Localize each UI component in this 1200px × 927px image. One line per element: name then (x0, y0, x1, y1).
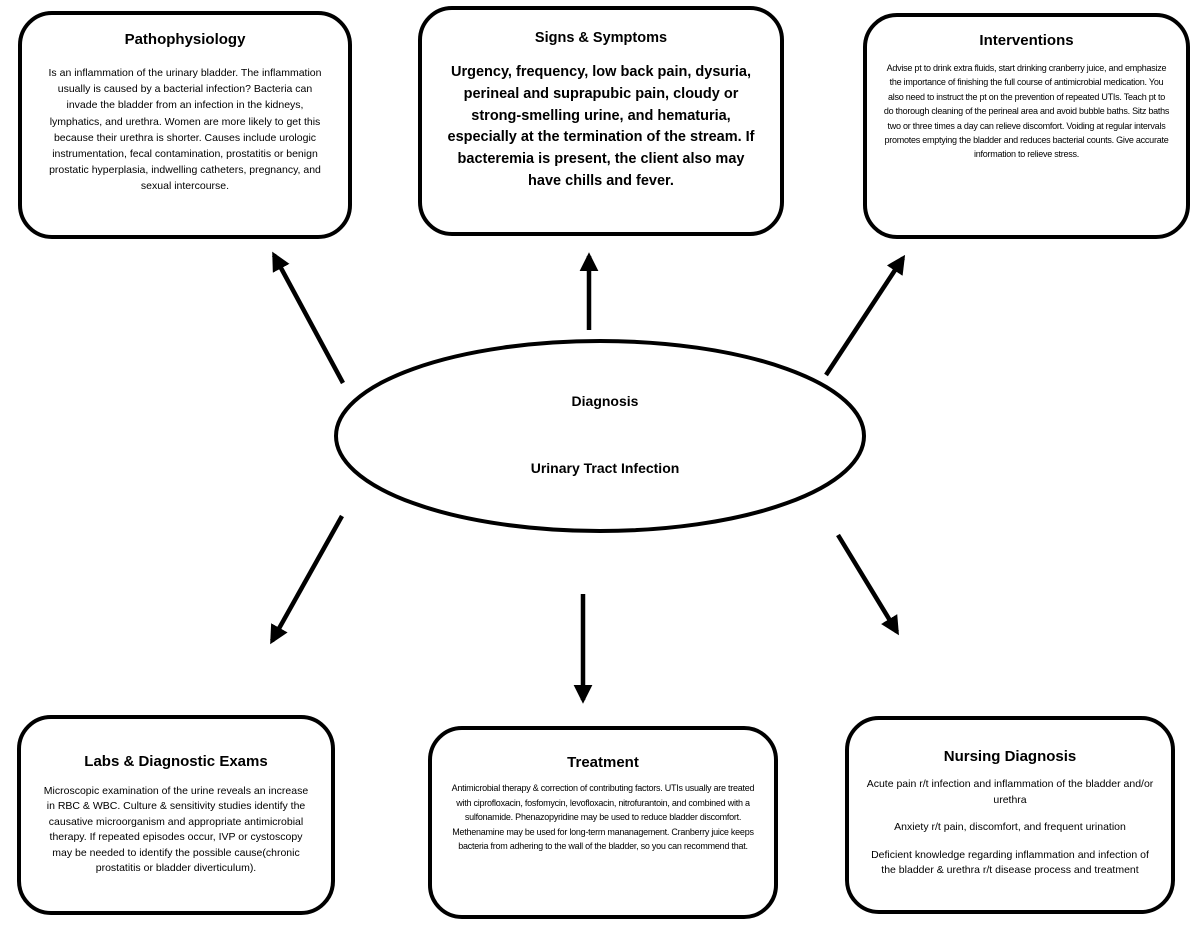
diagnosis-ellipse (334, 339, 866, 533)
pathophysiology-title: Pathophysiology (124, 31, 246, 48)
nursing-diagnosis-item: Anxiety r/t pain, discomfort, and freque… (894, 821, 1126, 834)
signs-symptoms-title: Signs & Symptoms (534, 30, 668, 46)
diagnosis-label: Diagnosis (571, 393, 639, 409)
labs-title: Labs & Diagnostic Exams (84, 753, 268, 770)
interventions-box: Interventions Advise pt to drink extra f… (863, 13, 1190, 239)
nursing-diagnosis-item: Deficient knowledge regarding inflammati… (871, 848, 1149, 877)
signs-symptoms-box: Signs & Symptoms Urgency, frequency, low… (418, 6, 784, 236)
arrow-to-interventions (824, 254, 906, 377)
labs-box: Labs & Diagnostic Exams Microscopic exam… (17, 715, 335, 915)
arrow-to-labs (270, 514, 344, 645)
nursing-diagnosis-list: Acute pain r/t infection and inflammatio… (865, 777, 1155, 879)
signs-symptoms-body: Urgency, frequency, low back pain, dysur… (447, 64, 755, 189)
pathophysiology-body: Is an inflammation of the urinary bladde… (48, 67, 322, 193)
arrow-to-pathophysiology (272, 251, 345, 385)
treatment-body: Antimicrobial therapy & correction of co… (451, 783, 755, 852)
treatment-title: Treatment (567, 754, 639, 771)
nursing-diagnosis-title: Nursing Diagnosis (943, 748, 1077, 765)
treatment-box: Treatment Antimicrobial therapy & correc… (428, 726, 778, 919)
nursing-diagnosis-box: Nursing Diagnosis Acute pain r/t infecti… (845, 716, 1175, 914)
pathophysiology-box: Pathophysiology Is an inflammation of th… (18, 11, 352, 239)
interventions-title: Interventions (979, 32, 1074, 49)
interventions-body: Advise pt to drink extra fluids, start d… (883, 63, 1170, 160)
labs-body: Microscopic examination of the urine rev… (43, 785, 309, 875)
diagnosis-name: Urinary Tract Infection (530, 460, 680, 476)
arrow-to-nursing (836, 533, 899, 636)
nursing-diagnosis-item: Acute pain r/t infection and inflammatio… (866, 778, 1154, 806)
